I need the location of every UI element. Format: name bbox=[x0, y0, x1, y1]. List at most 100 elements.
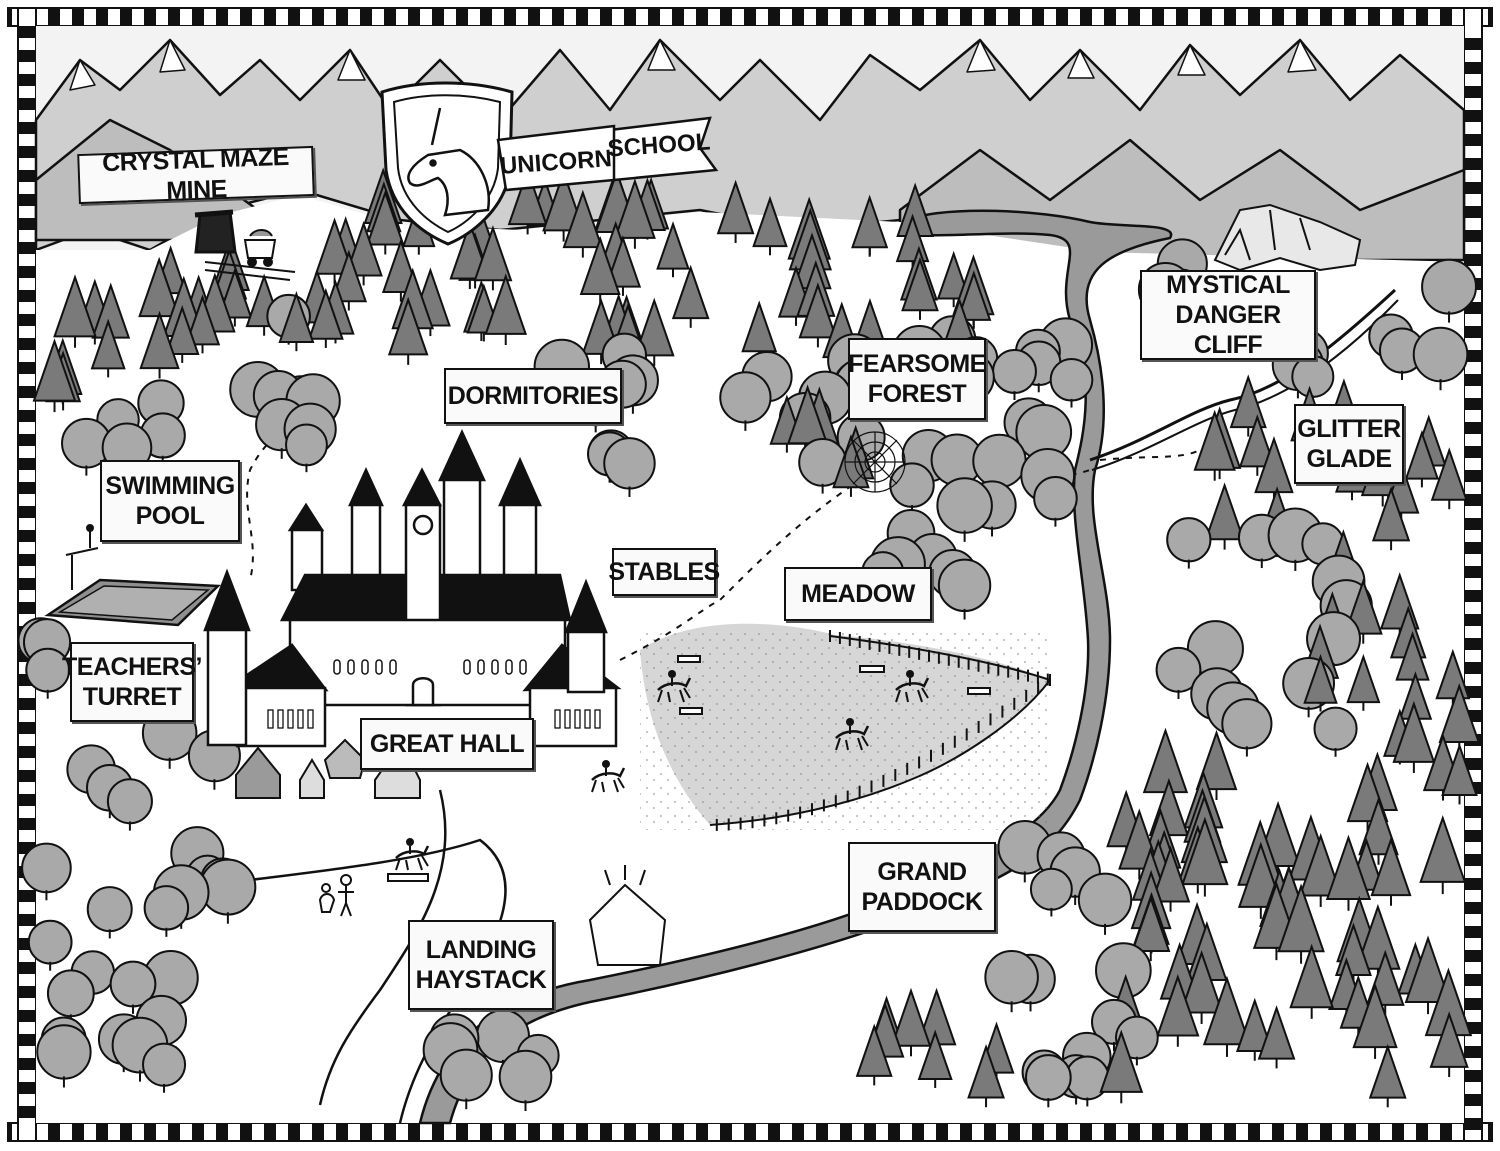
border-check bbox=[18, 530, 36, 542]
border-check bbox=[1464, 230, 1482, 242]
border-check bbox=[1464, 206, 1482, 218]
pine-tree bbox=[917, 1029, 953, 1088]
border-check bbox=[18, 458, 36, 470]
border-check bbox=[1464, 182, 1482, 194]
border-check bbox=[18, 602, 36, 614]
border-check bbox=[1464, 134, 1482, 146]
pine-tree bbox=[1368, 1043, 1407, 1108]
pine-tree bbox=[1352, 982, 1398, 1059]
round-tree bbox=[1155, 646, 1202, 700]
rider-icon bbox=[657, 670, 692, 703]
label-grand-paddock[interactable]: GRAND PADDOCK bbox=[848, 842, 996, 932]
crest-banner-school[interactable]: SCHOOL bbox=[606, 128, 712, 163]
window bbox=[505, 659, 513, 675]
pine-tree bbox=[752, 195, 788, 256]
label-great-hall[interactable]: GREAT HALL bbox=[360, 718, 534, 770]
pine-tree bbox=[1202, 975, 1252, 1057]
pine-tree bbox=[1419, 815, 1467, 895]
border-check bbox=[18, 1034, 36, 1046]
castle-icon bbox=[203, 428, 622, 748]
label-fearsome-forest[interactable]: FEARSOME FOREST bbox=[848, 338, 986, 420]
mine-cart-icon bbox=[204, 229, 296, 281]
label-text: GRAND PADDOCK bbox=[861, 858, 983, 916]
pine-tree bbox=[1235, 997, 1274, 1061]
window bbox=[333, 659, 341, 675]
pine-tree bbox=[1325, 834, 1372, 911]
label-mystical-danger-cliff[interactable]: MYSTICAL DANGER CLIFF bbox=[1140, 270, 1316, 360]
window bbox=[277, 709, 284, 729]
pine-tree bbox=[1193, 409, 1236, 481]
border-check bbox=[1464, 350, 1482, 362]
border-check bbox=[18, 146, 36, 158]
border-check bbox=[1464, 110, 1482, 122]
pine-tree bbox=[1099, 1029, 1144, 1104]
pine-tree bbox=[1371, 486, 1411, 551]
pine-tree bbox=[473, 225, 513, 291]
pine-tree bbox=[1441, 742, 1478, 805]
window bbox=[389, 659, 397, 675]
label-text: DORMITORIES bbox=[447, 382, 619, 410]
fence-icon bbox=[709, 635, 1051, 826]
pine-tree bbox=[1404, 429, 1440, 488]
pine-tree bbox=[330, 249, 368, 311]
border-check bbox=[1464, 806, 1482, 818]
window bbox=[307, 709, 314, 729]
label-text: CRYSTAL MAZE MINE bbox=[101, 142, 290, 206]
label-text: GREAT HALL bbox=[369, 730, 525, 758]
creek bbox=[1089, 288, 1397, 462]
border-check bbox=[1464, 542, 1482, 554]
label-meadow[interactable]: MEADOW bbox=[784, 567, 932, 621]
label-glitter-glade[interactable]: GLITTER GLADE bbox=[1294, 404, 1404, 484]
border-check bbox=[1464, 494, 1482, 506]
window bbox=[361, 659, 369, 675]
hurdles bbox=[387, 655, 991, 882]
pine-tree bbox=[507, 167, 548, 235]
pine-tree bbox=[1204, 482, 1245, 550]
window bbox=[564, 709, 571, 729]
border-check bbox=[18, 986, 36, 998]
pine-tree bbox=[613, 178, 656, 249]
pine-tree bbox=[365, 189, 405, 255]
border-check bbox=[1464, 254, 1482, 266]
border-check bbox=[18, 722, 36, 734]
border-check bbox=[18, 410, 36, 422]
border-check bbox=[18, 746, 36, 758]
border-check bbox=[1464, 1118, 1482, 1130]
border-check bbox=[18, 506, 36, 518]
diving-board-icon bbox=[65, 524, 99, 590]
label-swimming-pool[interactable]: SWIMMING POOL bbox=[100, 460, 240, 542]
crest-banner-unicorn[interactable]: UNICORN bbox=[499, 145, 613, 180]
label-teachers-turret[interactable]: TEACHERS’ TURRET bbox=[62, 642, 202, 722]
mine-entrance-icon bbox=[194, 209, 237, 254]
pine-tree bbox=[278, 291, 315, 352]
label-crystal-maze-mine[interactable]: CRYSTAL MAZE MINE bbox=[77, 143, 315, 205]
border-check bbox=[18, 98, 36, 110]
window bbox=[375, 659, 383, 675]
pine-tree bbox=[217, 267, 253, 327]
pine-tree bbox=[139, 310, 180, 379]
pine-tree bbox=[901, 256, 939, 320]
border-check bbox=[1464, 398, 1482, 410]
label-stables[interactable]: STABLES bbox=[608, 548, 720, 596]
pine-tree bbox=[1346, 653, 1381, 711]
border-check bbox=[18, 962, 36, 974]
pine-tree bbox=[967, 1043, 1005, 1108]
border-check bbox=[18, 890, 36, 902]
border-check bbox=[18, 26, 36, 38]
pine-tree bbox=[1392, 700, 1436, 773]
label-landing-haystack[interactable]: LANDING HAYSTACK bbox=[408, 920, 554, 1010]
pine-tree bbox=[484, 273, 528, 345]
pine-tree bbox=[1358, 796, 1399, 865]
crest-ribbon bbox=[496, 116, 719, 192]
castle-windows bbox=[267, 659, 601, 729]
round-tree bbox=[1049, 357, 1094, 408]
border-check bbox=[18, 170, 36, 182]
tent-icon bbox=[235, 738, 421, 799]
round-tree bbox=[141, 1042, 187, 1093]
border-check bbox=[1464, 86, 1482, 98]
pine-tree bbox=[32, 338, 77, 413]
label-dormitories[interactable]: DORMITORIES bbox=[444, 368, 622, 424]
border-check bbox=[1464, 422, 1482, 434]
border-check bbox=[1464, 1094, 1482, 1106]
riders bbox=[318, 670, 930, 917]
